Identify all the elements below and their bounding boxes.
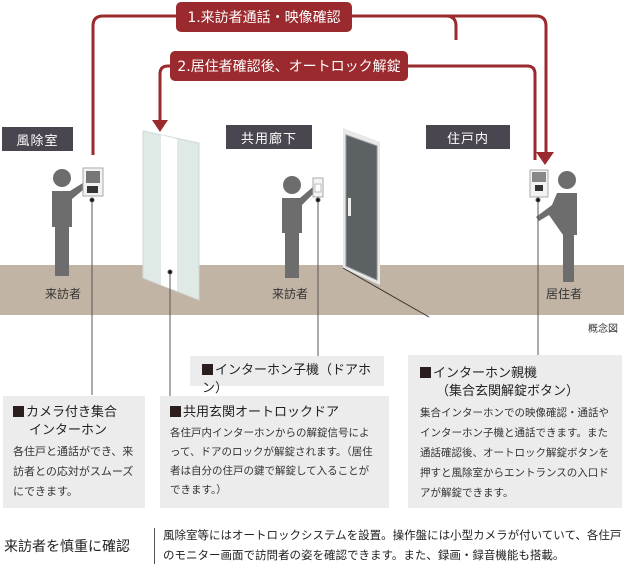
leader-lines bbox=[89, 197, 541, 396]
callout-title: カメラ付き集合 bbox=[26, 405, 118, 420]
zone-common-corridor: 共用廊下 bbox=[226, 125, 312, 149]
resident-figure bbox=[536, 171, 577, 282]
footer-title: 来訪者を慎重に確認 bbox=[4, 539, 130, 555]
callout-body: 集合インターホンでの映像確認・通話やインターホン子機と通話できます。また通話確認… bbox=[420, 407, 609, 499]
step-1-label: 1.来訪者通話・映像確認 bbox=[176, 2, 352, 32]
resident-label: 居住者 bbox=[546, 287, 583, 301]
callout-title: 共用玄関オートロックドア bbox=[183, 405, 340, 420]
arrow-head-resident bbox=[536, 152, 554, 165]
square-bullet-icon bbox=[420, 367, 431, 378]
callout-camera-intercom: カメラ付き集合インターホン 各住戸と通話ができ、来訪者との応対がスムーズにできま… bbox=[3, 396, 145, 508]
callout-title: インターホン子機（ドアホン） bbox=[202, 363, 372, 396]
zone-vestibule: 風除室 bbox=[2, 127, 73, 151]
arrow-head-door bbox=[152, 120, 168, 132]
floor bbox=[0, 265, 624, 315]
visitor-figure-1 bbox=[52, 169, 89, 276]
square-bullet-icon bbox=[13, 406, 24, 417]
unit-door-illustration bbox=[342, 128, 430, 318]
callout-title-cont: （集合玄関解錠ボタン） bbox=[436, 384, 580, 399]
concept-note: 概念図 bbox=[588, 324, 618, 335]
master-intercom-panel bbox=[529, 169, 549, 198]
footer-divider bbox=[154, 528, 155, 564]
callout-body: 各住戸内インターホンからの解錠信号によって、ドアのロックが解錠されます。（居住者… bbox=[170, 427, 373, 496]
footer-text: 風除室等にはオートロックシステムを設置。操作盤には小型カメラが付いていて、各住戸… bbox=[163, 528, 622, 562]
visitor-figure-2 bbox=[282, 176, 317, 278]
visitor-label-2: 来訪者 bbox=[272, 287, 309, 301]
callout-title: インターホン親機 bbox=[433, 366, 538, 381]
camera-intercom-panel bbox=[82, 167, 104, 197]
visitor-label-1: 来訪者 bbox=[45, 287, 82, 301]
callout-auto-lock-door: 共用玄関オートロックドア 各住戸内インターホンからの解錠信号によって、ドアのロッ… bbox=[160, 396, 389, 508]
square-bullet-icon bbox=[202, 364, 213, 375]
callout-door-phone: インターホン子機（ドアホン） bbox=[190, 356, 384, 396]
callout-body: 各住戸と通話ができ、来訪者との応対がスムーズにできます。 bbox=[13, 445, 134, 498]
square-bullet-icon bbox=[170, 406, 181, 417]
step-2-label: 2.居住者確認後、オートロック解錠 bbox=[170, 51, 408, 81]
callout-master-intercom: インターホン親機 （集合玄関解錠ボタン） 集合インターホンでの映像確認・通話やイン… bbox=[408, 355, 622, 508]
door-phone-panel bbox=[312, 177, 324, 198]
callout-title-cont: インターホン bbox=[29, 423, 108, 438]
auto-lock-door-illustration bbox=[142, 130, 200, 301]
zone-unit-interior: 住戸内 bbox=[426, 125, 510, 149]
